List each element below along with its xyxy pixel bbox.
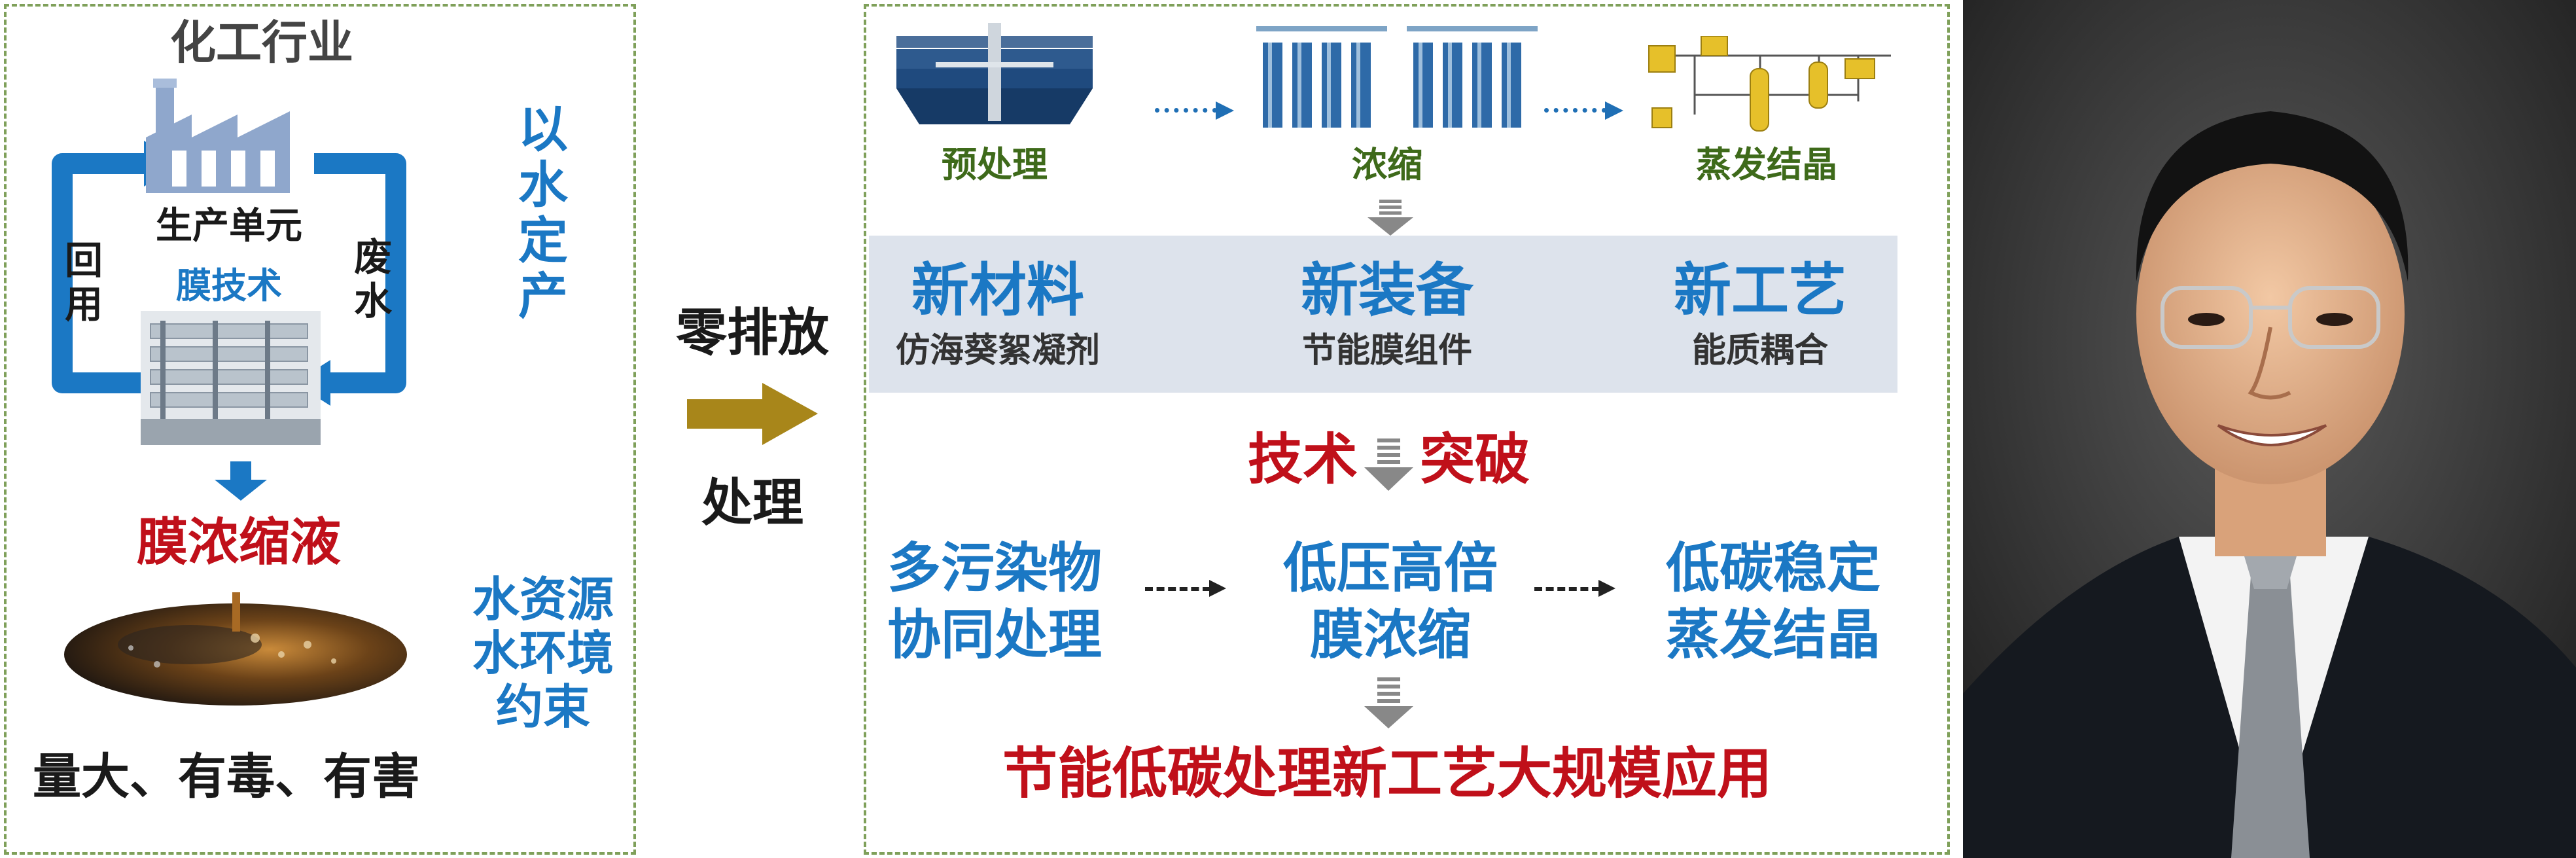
evaporation-crystallizer-icon bbox=[1648, 36, 1891, 132]
membrane-tech-label: 膜技术 bbox=[176, 265, 282, 306]
production-unit-label: 生产单元 bbox=[156, 205, 302, 247]
tech-1-line-1: 多污染物 bbox=[887, 537, 1102, 599]
innovation-title-1: 新材料 bbox=[911, 257, 1084, 324]
tech-1-line-2: 协同处理 bbox=[887, 604, 1102, 666]
breakthrough-right: 突破 bbox=[1420, 427, 1530, 492]
tech-2-line-1: 低压高倍 bbox=[1282, 537, 1498, 599]
down-arrow-icon bbox=[215, 461, 267, 501]
right-arrow-icon bbox=[687, 383, 818, 445]
constraint-line-1: 水资源 bbox=[472, 572, 614, 627]
factory-icon bbox=[146, 79, 290, 193]
tech-arrow-head-2 bbox=[1598, 580, 1615, 597]
tech-arrow-1 bbox=[1145, 587, 1210, 591]
tech-2-line-2: 膜浓缩 bbox=[1309, 604, 1471, 666]
down-arrow-icon-3 bbox=[1364, 677, 1413, 728]
industry-title: 化工行业 bbox=[170, 16, 353, 69]
down-arrow-icon-2 bbox=[1364, 438, 1413, 491]
process-arrow-head-1 bbox=[1216, 101, 1234, 120]
side-slogan: 以水定产 bbox=[518, 100, 568, 326]
concentration-membrane-icon bbox=[1256, 26, 1538, 128]
portrait-photo bbox=[1963, 0, 2576, 858]
innovation-sub-2: 节能膜组件 bbox=[1301, 331, 1472, 370]
pretreatment-tank-icon bbox=[896, 23, 1093, 124]
constraint-line-2: 水环境 bbox=[472, 626, 614, 681]
tech-3-line-1: 低碳稳定 bbox=[1665, 537, 1880, 599]
innovation-title-3: 新工艺 bbox=[1673, 257, 1846, 324]
step-label-evaporation: 蒸发结晶 bbox=[1696, 144, 1837, 185]
down-arrow-icon-1 bbox=[1367, 200, 1413, 236]
step-label-concentration: 浓缩 bbox=[1352, 144, 1422, 185]
process-arrow-2 bbox=[1544, 108, 1606, 113]
process-arrow-1 bbox=[1155, 108, 1217, 113]
innovation-title-2: 新装备 bbox=[1300, 257, 1473, 324]
innovation-sub-3: 能质耦合 bbox=[1691, 331, 1828, 370]
innovations-band bbox=[869, 236, 1897, 393]
wastewater-label: 废水 bbox=[353, 235, 392, 323]
process-arrow-head-2 bbox=[1605, 101, 1623, 120]
tech-arrow-2 bbox=[1534, 587, 1600, 591]
breakthrough-left: 技术 bbox=[1247, 427, 1358, 492]
recycle-label: 回用 bbox=[64, 238, 103, 327]
innovation-sub-1: 仿海葵絮凝剂 bbox=[895, 331, 1100, 370]
treatment-label: 处理 bbox=[701, 474, 803, 533]
hazards-label: 量大、有毒、有害 bbox=[33, 749, 420, 805]
constraints-block: 水资源 水环境 约束 bbox=[458, 576, 628, 730]
process-panel bbox=[864, 4, 1950, 855]
constraint-line-3: 约束 bbox=[495, 679, 590, 734]
concentrate-liquid-image bbox=[64, 592, 407, 706]
conclusion-label: 节能低碳处理新工艺大规模应用 bbox=[1002, 742, 1772, 806]
zero-discharge-label: 零排放 bbox=[675, 304, 829, 363]
membrane-equipment-image bbox=[141, 311, 321, 445]
tech-3-line-2: 蒸发结晶 bbox=[1665, 604, 1880, 666]
tech-arrow-head-1 bbox=[1209, 580, 1226, 597]
membrane-concentrate-label: 膜浓缩液 bbox=[136, 513, 341, 572]
step-label-pretreatment: 预处理 bbox=[942, 144, 1048, 185]
